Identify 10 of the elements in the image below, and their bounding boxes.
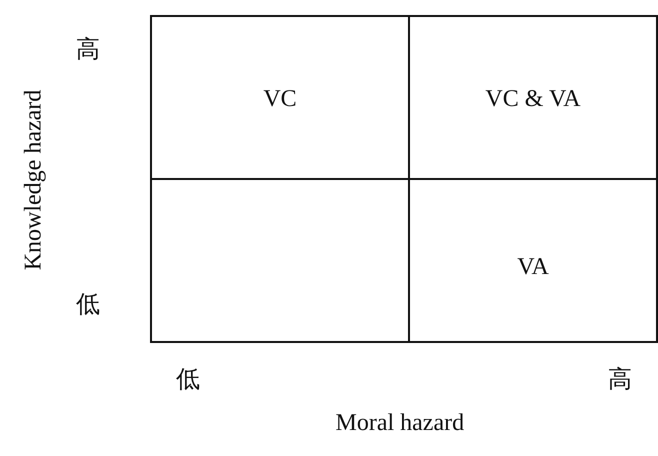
quadrant-cell: VC (150, 15, 410, 180)
axis-tick-label: 低 (176, 366, 200, 394)
axis-title: Knowledge hazard (18, 90, 47, 270)
quadrant-cell: VA (408, 178, 658, 343)
axis-title: Moral hazard (336, 409, 464, 437)
grid-cell (150, 178, 410, 343)
axis-tick-label: 低 (76, 291, 100, 319)
quadrant-cell: VC & VA (408, 15, 658, 180)
axis-tick-label: 高 (608, 366, 632, 394)
axis-tick-label: 高 (76, 36, 100, 64)
